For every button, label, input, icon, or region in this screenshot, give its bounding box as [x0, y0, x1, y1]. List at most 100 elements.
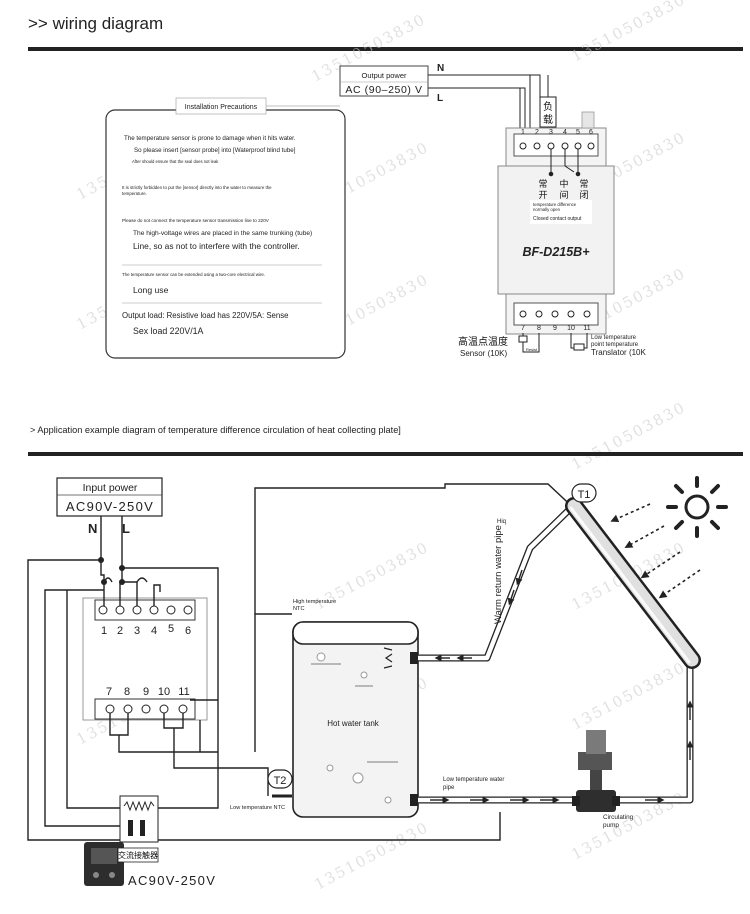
precautions-panel: Installation Precautions The temperature… [105, 97, 346, 359]
bottom-lower-screws [105, 704, 188, 714]
terminal-number: 9 [143, 686, 149, 698]
input-power-box: Input power AC90V-250V [56, 477, 163, 517]
terminal-number: 4 [563, 129, 567, 136]
contactor-coil [119, 795, 159, 843]
precaution-line: Line, so as not to interfere with the co… [133, 241, 300, 251]
pump-label-2: pump [603, 822, 619, 829]
output-power-value: AC (90–250) V [345, 84, 422, 96]
terminal-number: 7 [521, 325, 525, 332]
terminal-number: 9 [553, 325, 557, 332]
bottom-upper-numbers: 1 2 3 4 5 6 [101, 623, 191, 637]
terminal-number: 10 [567, 325, 575, 332]
watermark: 13510503830 [568, 0, 689, 66]
precaution-line: The temperature sensor is prone to damag… [124, 135, 296, 142]
tank-label: Hot water tank [327, 719, 380, 728]
relay-label-nc-2: 闭 [579, 189, 588, 201]
precautions-title: Installation Precautions [185, 104, 258, 111]
low-sensor-line: Translator (10K [591, 348, 647, 357]
terminal-number: 2 [535, 129, 539, 136]
sun-icon [666, 476, 728, 538]
watermark: 13510503830 [568, 658, 689, 734]
lower-terminal-numbers: 7 8 9 10 11 [521, 325, 591, 332]
section2-title: > Application example diagram of tempera… [30, 425, 401, 435]
warm-pipe-label: Warm return water pipe [493, 525, 504, 624]
watermark: 13510503830 [311, 818, 432, 894]
terminal-number: 8 [124, 686, 130, 698]
contactor-power: AC90V-250V [128, 873, 216, 888]
precaution-line: The temperature sensor can be extended u… [122, 272, 265, 277]
precaution-line: So please insert [sensor probe] into [Wa… [134, 147, 296, 154]
low-sensor-line: Low temperature [591, 335, 637, 341]
low-pipe-line-2: pipe [443, 785, 455, 791]
low-ntc-label: Low temperature NTC [230, 805, 285, 811]
pump-label-1: Circulating [603, 814, 634, 821]
terminal-number: 3 [134, 625, 140, 637]
page-title: >> wiring diagram [28, 14, 163, 33]
terminal-number: 5 [168, 623, 174, 635]
bottom-n-label: N [88, 521, 97, 536]
high-ntc-line-2: NTC [293, 606, 305, 612]
controller-model: BF-D215B+ [522, 245, 590, 259]
pipe-inner [410, 503, 693, 803]
sensor-wires [518, 333, 588, 353]
low-pipe-line-1: Low temperature water [443, 777, 504, 783]
contactor-device [84, 842, 159, 886]
section2-divider [28, 452, 743, 456]
hot-water-tank [292, 621, 419, 818]
header-divider [28, 47, 743, 51]
bottom-lower-numbers: 7 8 9 10 11 [106, 686, 190, 698]
precaution-line: Long use [133, 285, 169, 295]
relay-note: temperature difference [533, 202, 577, 207]
relay-label-no-1: 常 [538, 178, 547, 190]
top-l-wire [428, 87, 526, 130]
upper-terminal-screws [519, 142, 595, 150]
relay-label-com-1: 中 [559, 178, 568, 190]
terminal-number: 5 [576, 129, 580, 136]
t2-sensor [267, 769, 293, 798]
high-sensor-cn: 高温点温度 [458, 335, 508, 348]
t2-label: T2 [274, 775, 287, 787]
low-sensor-line: point temperature [591, 342, 639, 348]
terminal-number: 7 [106, 686, 112, 698]
precaution-line: temperature. [122, 191, 147, 196]
t1-sensor-wire [254, 483, 581, 614]
relay-note: Closed contact output [533, 216, 582, 222]
terminal-number: 11 [583, 325, 590, 332]
terminal-number: 10 [158, 686, 170, 698]
t1-sensor [571, 483, 597, 503]
high-sensor-en: Sensor (10K) [460, 349, 507, 358]
terminal-number: 1 [521, 129, 525, 136]
hiq-label: Hiq [497, 519, 506, 525]
terminal-number: 8 [537, 325, 541, 332]
contactor-label: 交流接触器 [118, 850, 158, 860]
terminal-number: 11 [178, 686, 189, 698]
terminal-number: 1 [101, 625, 107, 637]
relay-notes: temperature difference normally open Clo… [530, 200, 592, 224]
sun-rays [610, 503, 701, 599]
terminal-number: 4 [151, 625, 157, 637]
upper-terminal-numbers: 1 2 3 4 5 6 [521, 129, 593, 136]
precaution-line: Output load: Resistive load has 220V/5A:… [122, 311, 288, 320]
input-power-value: AC90V-250V [66, 499, 154, 514]
bottom-l-label: L [122, 521, 130, 536]
terminal-number: 6 [589, 129, 593, 136]
load-box: 负 载 [539, 96, 557, 128]
relay-label-no-2: 开 [538, 190, 547, 201]
flow-arrows [430, 569, 694, 804]
top-n-label: N [437, 63, 444, 74]
lower-small-label: Resist [526, 347, 538, 352]
bottom-upper-screws [98, 605, 193, 615]
watermark: 13510503830 [568, 398, 689, 474]
relay-labels: 常 开 中 间 常 闭 [538, 178, 588, 201]
top-l-label: L [437, 93, 443, 104]
high-ntc-line-1: High temperature [293, 599, 336, 605]
precaution-line: Please do not connect the temperature se… [122, 218, 270, 223]
load-label-1: 负 [543, 100, 553, 113]
relay-note: normally open [533, 207, 561, 212]
circulating-pump [572, 730, 620, 812]
precaution-line: The high-voltage wires are placed in the… [133, 230, 312, 237]
solar-collector [565, 497, 701, 669]
output-power-box: Output power AC (90–250) V [339, 65, 429, 97]
t1-label: T1 [578, 489, 591, 501]
terminal-number: 6 [185, 625, 191, 637]
